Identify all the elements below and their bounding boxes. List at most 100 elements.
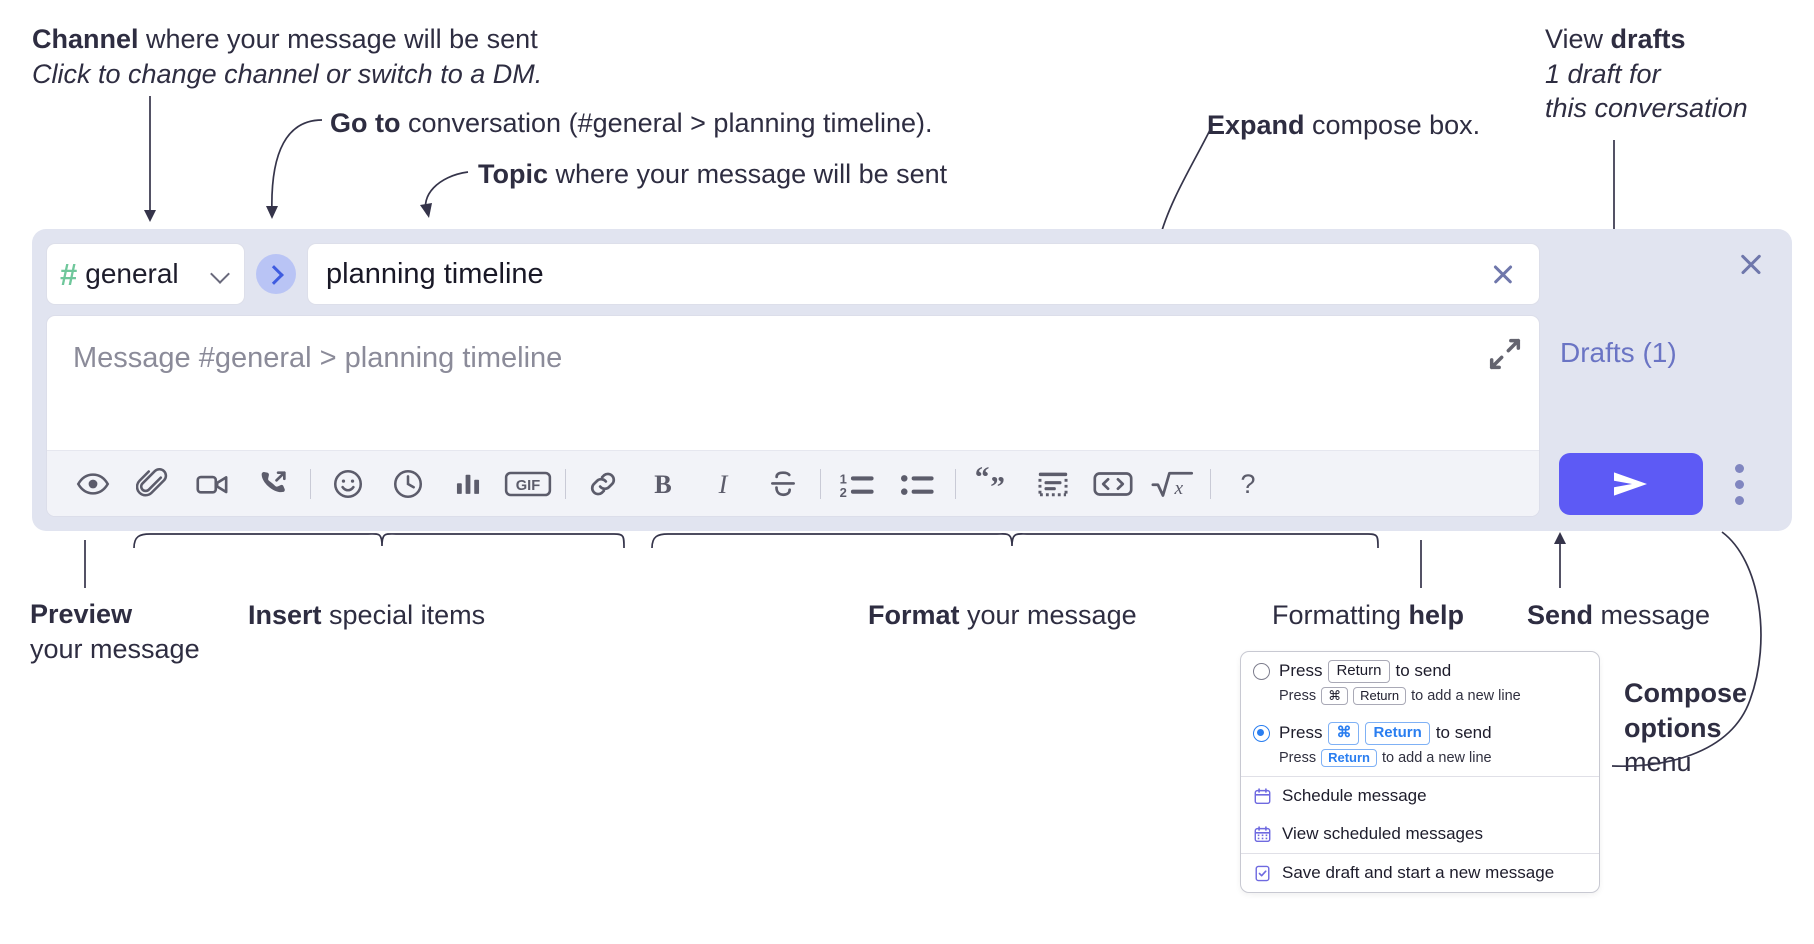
reminder-button[interactable] xyxy=(382,458,434,510)
bold-icon: B xyxy=(654,469,671,498)
link-button[interactable] xyxy=(577,458,629,510)
bulleted-list-button[interactable] xyxy=(892,458,944,510)
angle-brackets-icon xyxy=(1093,471,1133,496)
option1-sub-press: Press xyxy=(1279,687,1317,704)
annotation-drafts-italic2: this conversation xyxy=(1545,93,1748,124)
bar-chart-icon xyxy=(456,474,480,494)
toolbar-divider xyxy=(310,468,311,499)
compose-options-menu: Press Return to send Press ⌘ Return to a… xyxy=(1240,651,1600,893)
chevron-down-icon xyxy=(211,264,231,284)
annotation-topic-rest: where your message will be sent xyxy=(548,159,948,189)
annotation-insert: Insert special items xyxy=(248,598,485,633)
annotation-channel-italic: Click to change channel or switch to a D… xyxy=(32,58,543,89)
annotation-preview: Preview your message xyxy=(30,597,200,666)
annotation-send: Send message xyxy=(1527,598,1710,633)
svg-text:I: I xyxy=(718,469,729,498)
phone-arrow-icon xyxy=(261,470,286,492)
clock-icon xyxy=(393,469,423,498)
topic-value: planning timeline xyxy=(326,257,544,290)
blockquote-button[interactable]: “ ” xyxy=(967,458,1019,510)
channel-picker[interactable]: # general xyxy=(46,243,245,305)
option2-sub-tail: to add a new line xyxy=(1381,749,1492,766)
ordered-list-button[interactable]: 1 2 xyxy=(832,458,884,510)
toolbar-divider xyxy=(820,468,821,499)
calendar-icon xyxy=(1253,787,1272,806)
strikethrough-button[interactable] xyxy=(757,458,809,510)
question-mark-icon: ? xyxy=(1241,469,1256,499)
bold-button[interactable]: B xyxy=(637,458,689,510)
topic-clear-button[interactable] xyxy=(1483,254,1523,294)
option2-sub-press: Press xyxy=(1279,749,1317,766)
emoji-button[interactable] xyxy=(322,458,374,510)
option1-tail: to send xyxy=(1395,661,1452,681)
annotation-help-prefix: Formatting xyxy=(1272,600,1409,630)
message-compose-box[interactable]: Message #general > planning timeline xyxy=(46,315,1540,517)
italic-button[interactable]: I xyxy=(697,458,749,510)
hash-icon: # xyxy=(60,256,77,292)
poll-button[interactable] xyxy=(442,458,494,510)
annotation-goto: Go to conversation (#general > planning … xyxy=(330,106,933,141)
more-vertical-icon xyxy=(1734,495,1744,505)
toolbar-divider xyxy=(565,468,566,499)
send-option-return[interactable]: Press Return to send xyxy=(1241,652,1599,685)
menu-item-save-draft-new-message[interactable]: Save draft and start a new message xyxy=(1241,854,1599,892)
key-return: Return xyxy=(1321,748,1377,767)
link-icon xyxy=(590,472,616,495)
option1-sub-tail: to add a new line xyxy=(1411,687,1521,704)
svg-text:”: ” xyxy=(990,471,1005,500)
math-button[interactable]: x xyxy=(1147,458,1199,510)
compose-options-button[interactable] xyxy=(1722,456,1756,512)
svg-text:2: 2 xyxy=(840,484,847,499)
preview-button[interactable] xyxy=(67,458,119,510)
menu-divider xyxy=(1241,853,1599,854)
more-vertical-icon xyxy=(1734,479,1744,489)
formatting-toolbar: GIF B xyxy=(47,450,1539,516)
radio-button-selected[interactable] xyxy=(1253,724,1270,742)
formatting-help-button[interactable]: ? xyxy=(1222,458,1274,510)
inline-code-button[interactable] xyxy=(1087,458,1139,510)
italic-icon: I xyxy=(718,469,729,498)
menu-item-view-scheduled-messages[interactable]: View scheduled messages xyxy=(1241,815,1599,853)
svg-text:x: x xyxy=(1173,478,1183,499)
compose-close-button[interactable] xyxy=(1734,247,1768,281)
key-return: Return xyxy=(1328,660,1390,683)
compose-panel: # general planning timeline Message #gen… xyxy=(32,229,1792,531)
video-camera-icon xyxy=(196,475,228,494)
close-icon xyxy=(1738,251,1764,277)
toolbar-divider xyxy=(955,468,956,499)
option2-press: Press xyxy=(1279,723,1323,743)
send-option-cmd-return[interactable]: Press ⌘ Return to send xyxy=(1241,714,1599,747)
annotation-compose-options: Compose options menu xyxy=(1624,676,1747,780)
video-button[interactable] xyxy=(187,458,239,510)
svg-text:?: ? xyxy=(1241,469,1256,499)
annotation-help: Formatting help xyxy=(1272,598,1464,633)
strikethrough-icon xyxy=(771,470,795,496)
annotation-expand-bold: Expand xyxy=(1207,110,1305,140)
drafts-link[interactable]: Drafts (1) xyxy=(1560,337,1677,368)
send-button[interactable] xyxy=(1559,453,1703,515)
annotation-format: Format your message xyxy=(868,598,1137,633)
menu-item-label: View scheduled messages xyxy=(1282,824,1483,843)
menu-item-schedule-message[interactable]: Schedule message xyxy=(1241,777,1599,815)
audio-button[interactable] xyxy=(247,458,299,510)
menu-item-label: Save draft and start a new message xyxy=(1282,863,1555,882)
expand-compose-button[interactable] xyxy=(1485,334,1525,374)
gif-button[interactable]: GIF xyxy=(502,458,554,510)
annotation-expand-rest: compose box. xyxy=(1304,110,1481,140)
svg-text:B: B xyxy=(654,469,671,498)
annotation-topic: Topic where your message will be sent xyxy=(478,157,947,192)
annotation-compose-options-rest: menu xyxy=(1624,747,1692,778)
annotation-drafts: View drafts 1 draft for this conversatio… xyxy=(1545,22,1748,126)
expand-icon xyxy=(1489,338,1521,370)
send-option-return-sub: Press ⌘ Return to add a new line xyxy=(1241,685,1599,714)
document-check-icon xyxy=(1253,864,1272,883)
attach-button[interactable] xyxy=(127,458,179,510)
annotation-expand: Expand compose box. xyxy=(1207,108,1480,143)
code-block-button[interactable] xyxy=(1027,458,1079,510)
annotation-goto-bold: Go to xyxy=(330,108,401,138)
radio-button[interactable] xyxy=(1253,662,1270,680)
key-command: ⌘ xyxy=(1328,722,1360,745)
annotation-preview-bold: Preview xyxy=(30,599,133,629)
topic-input[interactable]: planning timeline xyxy=(307,243,1540,305)
go-to-conversation-button[interactable] xyxy=(256,254,296,294)
